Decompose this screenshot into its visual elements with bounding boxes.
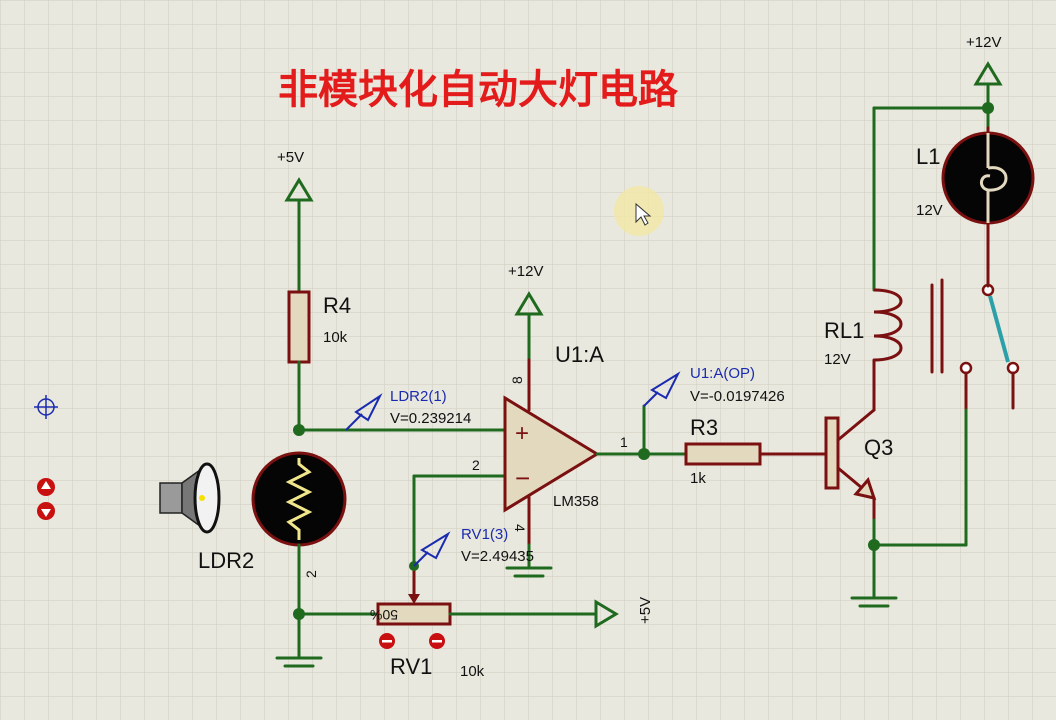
u1-ref: U1:A	[555, 342, 604, 367]
u1-pin4: 4	[512, 524, 528, 532]
vcc12-lamp[interactable]: +12V	[966, 34, 1003, 130]
probe-u1[interactable]: U1:A(OP) V=-0.0197426	[643, 365, 785, 407]
speaker-icon[interactable]	[159, 462, 221, 534]
probe-rv1[interactable]: RV1(3) V=2.49435	[413, 526, 534, 567]
r3-value: 1k	[690, 470, 706, 487]
l1-value: 12V	[916, 202, 943, 219]
crosshair-icon[interactable]	[34, 395, 58, 419]
resistor-r3[interactable]: R3 1k	[684, 415, 762, 487]
transistor-q3[interactable]: Q3	[824, 408, 893, 501]
probe-ldr2[interactable]: LDR2(1) V=0.239214	[345, 388, 471, 431]
ground-left	[275, 656, 323, 668]
rv1-wiper-label: 50%	[370, 607, 398, 623]
stepper-down-icon[interactable]	[37, 502, 55, 520]
probe-u1-name: U1:A(OP)	[690, 365, 755, 382]
probe-rv1-name: RV1(3)	[461, 526, 508, 543]
diagram-title: 非模块化自动大灯电路	[278, 67, 679, 113]
probe-u1-value: V=-0.0197426	[690, 388, 785, 405]
r4-value: 10k	[323, 329, 348, 346]
junction-ldr-top	[293, 424, 305, 436]
ground-right	[850, 596, 898, 608]
q3-ref: Q3	[864, 435, 893, 460]
vcc12-opamp-label: +12V	[508, 263, 543, 280]
u1-pin2: 2	[472, 457, 480, 473]
ldr2-ref: LDR2	[198, 548, 254, 573]
vcc5-top-label: +5V	[277, 149, 304, 166]
u1-pin1: 1	[620, 434, 628, 450]
vcc12-lamp-label: +12V	[966, 34, 1001, 51]
rl1-value: 12V	[824, 351, 851, 368]
minus-sign: −	[515, 463, 530, 493]
probe-rv1-value: V=2.49435	[461, 548, 534, 565]
l1-ref: L1	[916, 144, 940, 169]
u1-part: LM358	[553, 493, 599, 510]
plus-sign: +	[515, 420, 529, 447]
rv1-decrement-button[interactable]	[379, 633, 395, 649]
rv1-ref: RV1	[390, 654, 432, 679]
probe-ldr2-name: LDR2(1)	[390, 388, 447, 405]
cursor-icon	[614, 186, 664, 236]
ground-opamp	[505, 566, 553, 578]
vcc12-opamp[interactable]: +12V	[508, 263, 544, 362]
vcc5-top[interactable]: +5V	[277, 149, 314, 294]
r4-ref: R4	[323, 293, 351, 318]
probe-ldr2-value: V=0.239214	[390, 410, 471, 427]
vcc5-right[interactable]: +5V	[594, 597, 654, 629]
relay-rl1[interactable]: RL1 12V	[824, 278, 1020, 375]
ldr2-pin2: 2	[303, 570, 319, 578]
r3-ref: R3	[690, 415, 718, 440]
stepper-up-icon[interactable]	[37, 478, 55, 496]
vcc5-right-label: +5V	[637, 597, 654, 624]
relay-switch-blade	[988, 295, 1010, 363]
opamp-u1a[interactable]: + − U1:A LM358 8 2 4 1	[472, 342, 628, 532]
rv1-increment-button[interactable]	[429, 633, 445, 649]
rv1-value: 10k	[460, 663, 485, 680]
ldr2[interactable]: LDR2 2	[198, 451, 347, 578]
lamp-l1[interactable]: L1 12V	[916, 131, 1035, 225]
u1-pin8: 8	[509, 376, 525, 384]
rl1-ref: RL1	[824, 318, 864, 343]
